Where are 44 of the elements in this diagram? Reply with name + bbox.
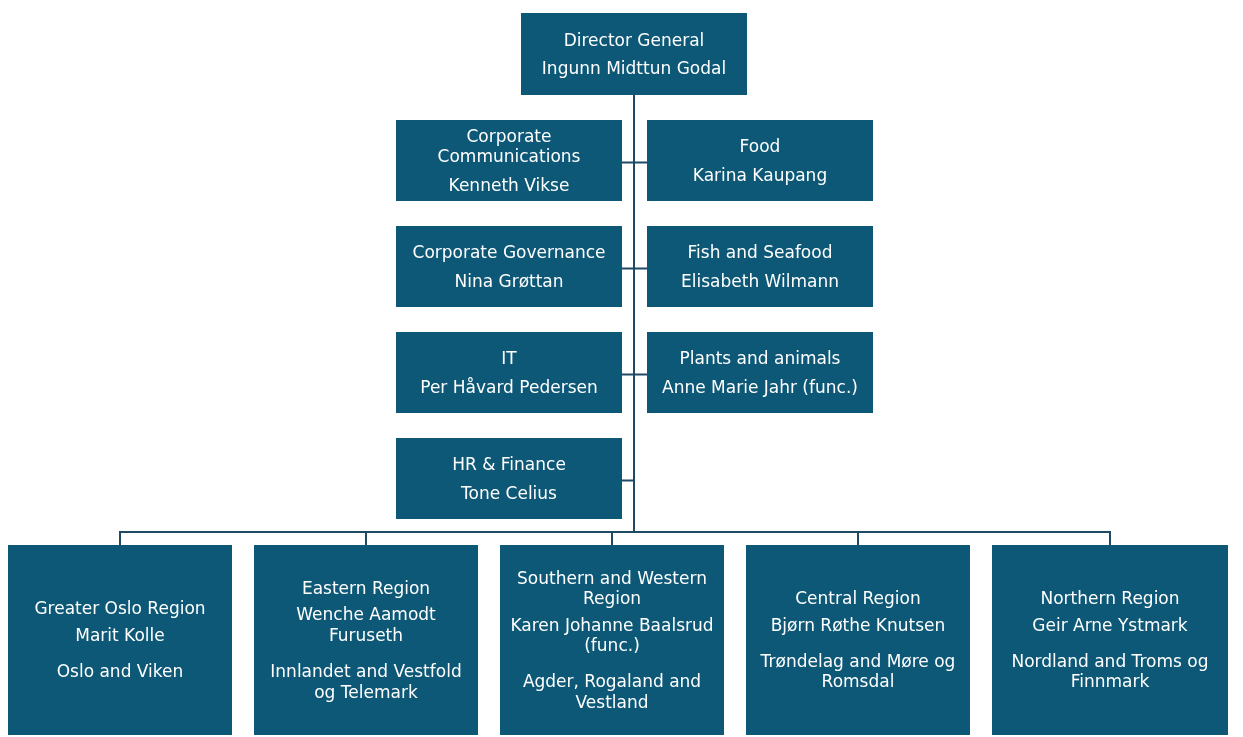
unit-name: Eastern Region: [301, 578, 431, 599]
region-box: [254, 545, 478, 735]
unit-name: Northern Region: [1040, 588, 1180, 609]
director-box: [521, 13, 747, 95]
unit-name: Corporate Communications: [436, 125, 582, 167]
head-name: Anne Marie Jahr (func.): [662, 376, 858, 397]
head-name: Kenneth Vikse: [448, 174, 570, 196]
department-box: [647, 226, 873, 307]
department-box: [396, 120, 622, 201]
unit-name: HR & Finance: [452, 454, 566, 475]
head-name: Nina Grøttan: [454, 270, 564, 291]
unit-name: Fish and Seafood: [687, 242, 833, 263]
unit-name: Food: [739, 136, 781, 157]
area-name: Oslo and Viken: [56, 661, 184, 682]
head-name: Geir Arne Ystmark: [1032, 614, 1188, 635]
area-name: Innlandet and Vestfold og Telemark: [269, 661, 463, 702]
department-box: [647, 332, 873, 413]
region-box: [992, 545, 1228, 735]
department-box: [396, 332, 622, 413]
unit-name: IT: [501, 348, 517, 369]
unit-name: Greater Oslo Region: [34, 598, 206, 619]
department-box: [396, 226, 622, 307]
unit-name: Central Region: [795, 588, 921, 609]
region-box: [746, 545, 970, 735]
department-box: [647, 120, 873, 201]
region-box: [500, 545, 724, 735]
area-name: Nordland and Troms og Finnmark: [1010, 651, 1210, 692]
region-box: [8, 545, 232, 735]
unit-name: Corporate Governance: [412, 242, 606, 263]
unit-name: Director General: [563, 29, 705, 50]
unit-name: Plants and animals: [679, 348, 841, 369]
head-name: Elisabeth Wilmann: [681, 270, 839, 291]
head-name: Bjørn Røthe Knutsen: [770, 614, 946, 635]
head-name: Tone Celius: [461, 482, 557, 503]
head-name: Wenche Aamodt Furuseth: [295, 604, 437, 646]
unit-name: Southern and Western Region: [516, 567, 708, 609]
area-name: Trøndelag and Møre og Romsdal: [759, 651, 957, 692]
head-name: Karen Johanne Baalsrud (func.): [509, 614, 715, 656]
head-name: Karina Kaupang: [692, 164, 828, 185]
area-name: Agder, Rogaland and Vestland: [521, 671, 703, 713]
head-name: Marit Kolle: [75, 624, 165, 646]
head-name: Per Håvard Pedersen: [420, 376, 598, 397]
head-name: Ingunn Midttun Godal: [541, 58, 727, 79]
department-box: [396, 438, 622, 519]
